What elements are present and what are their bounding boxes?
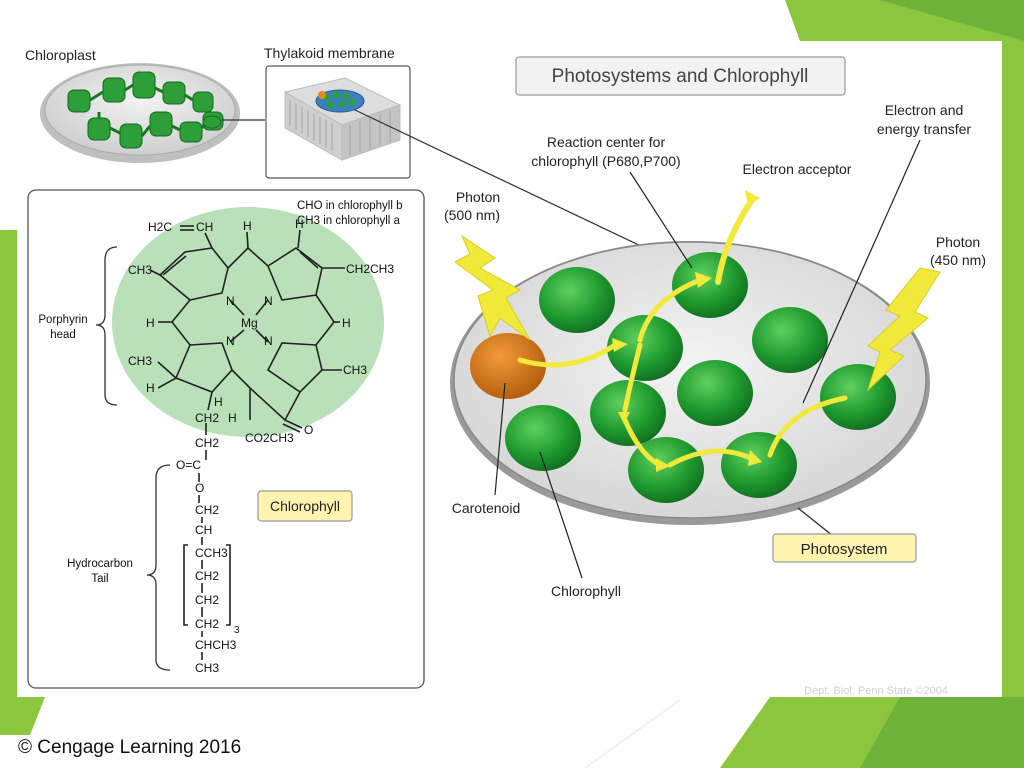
energy-arrowheads [612, 190, 762, 472]
chlorophyll-disk [752, 307, 828, 373]
atom-n-3: N [226, 334, 235, 348]
atom-n-4: N [264, 334, 273, 348]
chlorophyll-disks [470, 252, 896, 503]
chlorophyll-disk [721, 432, 797, 498]
chlorophyll-disk [539, 267, 615, 333]
atom-ch3-left: CH3 [128, 263, 152, 277]
atom-ch2-6: CH2 [195, 617, 219, 631]
atom-h-left2: H [146, 381, 155, 395]
atom-h-right: H [342, 316, 351, 330]
carotenoid-label: Carotenoid [452, 500, 521, 516]
carotenoid-disk [470, 333, 546, 399]
atom-ch2-5: CH2 [195, 593, 219, 607]
chlorophyll-label: Chlorophyll [551, 583, 621, 599]
atom-ch3-left2: CH3 [128, 354, 152, 368]
atom-o: O [195, 481, 204, 495]
atom-oc: O=C [176, 458, 201, 472]
atom-h-top: H [243, 219, 252, 233]
thylakoid-to-photosystem-connector [354, 109, 646, 249]
atom-ch2-2: CH2 [195, 436, 219, 450]
atom-h-top-right: H [295, 217, 304, 231]
chlorophyll-disk [505, 405, 581, 471]
chlorophyll-name-box [257, 490, 353, 522]
molecule-bonds [149, 225, 345, 660]
photon-left-label-1: Photon [456, 189, 500, 205]
page-title: Photosystems and Chlorophyll [552, 66, 809, 87]
bg-green-bottom-left [0, 697, 45, 735]
electron-transfer-label-1: Electron and [885, 102, 964, 118]
thylakoid-label: Thylakoid membrane [264, 45, 395, 61]
bg-green-left-edge [0, 230, 17, 697]
atom-h-left: H [146, 316, 155, 330]
atom-ch3-right2: CH3 [343, 363, 367, 377]
tail-label-line2: Tail [91, 573, 108, 585]
porphyrin-bracket [95, 246, 118, 406]
chlorophyll-disk [607, 315, 683, 381]
atom-ch3-end: CH3 [195, 661, 219, 675]
electron-acceptor-label: Electron acceptor [743, 161, 852, 177]
bg-thin-line [584, 699, 681, 768]
atom-ch2-4: CH2 [195, 569, 219, 583]
atom-ch2-1: CH2 [195, 411, 219, 425]
image-credit: Dept. Biol. Penn State ©2004 [804, 685, 948, 697]
atom-ch2ch3: CH2CH3 [346, 262, 394, 276]
atom-co2ch3: CO2CH3 [245, 431, 294, 445]
porphyrin-label-line2: head [50, 329, 76, 341]
atom-h2c: H2C [148, 220, 172, 234]
photon-bolt-left [454, 234, 531, 341]
atom-ch-top: CH [196, 220, 213, 234]
reaction-center-label-1: Reaction center for [547, 134, 666, 150]
bg-green-bottom-right-dark [860, 697, 1024, 768]
atom-mg: Mg [241, 316, 258, 330]
photon-right-label-2: (450 nm) [930, 252, 986, 268]
photon-left-label-2: (500 nm) [444, 207, 500, 223]
photosystem-box-label: Photosystem [801, 541, 888, 558]
atom-h-co: H [228, 411, 237, 425]
thylakoid-illustration [283, 77, 402, 161]
footer-copyright: © Cengage Learning 2016 [18, 737, 242, 758]
energy-transfer-path [517, 197, 848, 468]
electron-transfer-label-2: energy transfer [877, 121, 971, 137]
atom-h-mid: H [214, 395, 223, 409]
atom-cch3: CCH3 [195, 546, 228, 560]
chloroplast-label: Chloroplast [25, 47, 96, 63]
bg-green-right-edge [1002, 41, 1024, 768]
photon-right-label-1: Photon [936, 234, 980, 250]
porphyrin-label-line1: Porphyrin [38, 314, 87, 326]
pointer-lines [494, 139, 921, 579]
atom-n-2: N [264, 294, 273, 308]
photosystem-box [772, 533, 917, 563]
note-chlorophyll-a: CH3 in chlorophyll a [297, 215, 401, 227]
tail-label-line1: Hydrocarbon [67, 558, 133, 570]
chlorophyll-name-label: Chlorophyll [270, 498, 340, 514]
photon-bolt-right [866, 267, 941, 392]
reaction-center-disk [672, 252, 748, 318]
atom-n-1: N [226, 294, 235, 308]
molecule-atoms: H2C CH H H CH3 CH2CH3 N N Mg N N H H CH3… [128, 217, 394, 675]
atom-ch: CH [195, 523, 212, 537]
atom-chch3: CHCH3 [195, 638, 237, 652]
atom-ch2-3: CH2 [195, 503, 219, 517]
atom-o-right: O [304, 423, 313, 437]
title-box [515, 56, 846, 96]
note-chlorophyll-b: CHO in chlorophyll b [297, 200, 402, 212]
atom-sub3: 3 [234, 625, 240, 636]
tail-bracket [146, 464, 171, 671]
reaction-center-label-2: chlorophyll (P680,P700) [531, 153, 680, 169]
chlorophyll-disk [677, 360, 753, 426]
chloroplast-illustration [40, 63, 240, 163]
bg-green-top-right-dark [880, 0, 1024, 41]
